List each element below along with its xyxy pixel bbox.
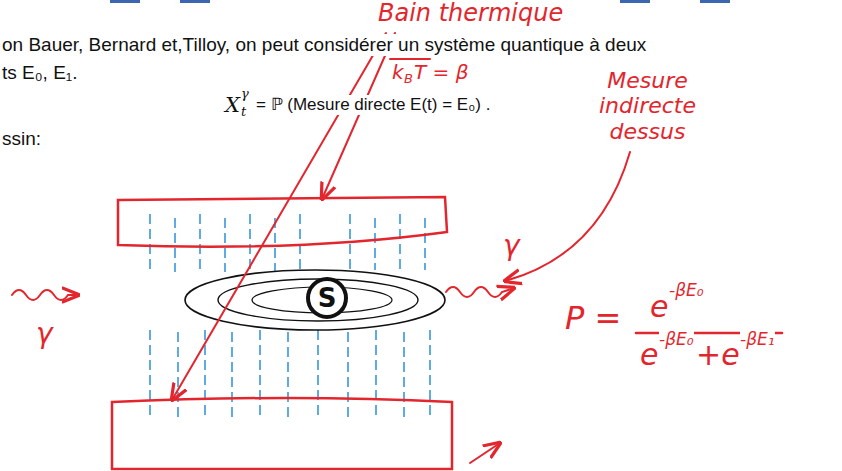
field-line — [259, 330, 261, 420]
slide-text: on Bauer, Bernard et,Tilloy, on peut con… — [2, 34, 646, 56]
pointer-arrow — [470, 443, 500, 463]
nav-bar — [700, 0, 730, 3]
pointer-arrow — [172, 33, 386, 400]
handwritten-note: γ — [503, 230, 520, 262]
system-disc — [185, 270, 445, 330]
slide-text: ssin: — [2, 128, 41, 150]
slide-text: γ — [241, 87, 249, 102]
pointer-arrow — [322, 33, 395, 199]
photon-wave — [446, 287, 514, 297]
nav-bar — [180, 0, 210, 3]
handwritten-note: Mesure indirecte dessus — [585, 68, 710, 144]
handwritten-note: -βE₀ — [659, 330, 694, 350]
handwritten-note: -βE₀ — [669, 281, 704, 301]
handwritten-note: +e — [696, 338, 740, 373]
handwritten-note: B — [404, 72, 413, 87]
field-line — [177, 332, 179, 418]
field-line — [224, 218, 226, 272]
handwritten-note: -βE₁ — [740, 330, 775, 350]
field-line — [249, 214, 251, 270]
slide-text: X — [225, 93, 240, 117]
handwritten-note: P = — [565, 300, 621, 337]
field-line — [199, 214, 201, 270]
field-line — [149, 330, 151, 420]
bath-plate — [118, 197, 447, 247]
slide-text: t — [241, 105, 246, 120]
field-line — [399, 214, 401, 272]
field-line — [403, 332, 405, 418]
handwritten-note: e — [640, 338, 658, 373]
field-line — [149, 214, 151, 270]
field-line — [347, 332, 349, 418]
field-line — [429, 330, 431, 420]
field-line — [424, 218, 426, 270]
fraction-bar — [390, 58, 430, 60]
system-circle: S — [306, 277, 348, 319]
handwritten-note: k — [392, 61, 404, 84]
photon-wave — [12, 290, 78, 300]
disc-ring — [185, 270, 445, 330]
slide-text: = ℙ (Mesure directe E(t) = E₀) . — [256, 95, 490, 115]
nav-bar — [110, 0, 140, 3]
pointer-arrow — [505, 152, 630, 281]
field-line — [375, 330, 377, 420]
field-line — [231, 332, 233, 418]
field-line — [174, 218, 176, 272]
bath-plate — [112, 398, 452, 469]
handwritten-note: γ — [36, 318, 53, 350]
handwritten-note: Bain thermique — [378, 0, 563, 28]
disc-ring — [218, 279, 418, 321]
slide-text: ts E₀, E₁. — [2, 62, 78, 84]
circle-shape — [308, 279, 346, 317]
field-line — [317, 330, 319, 420]
handwritten-note: T = β — [414, 61, 468, 84]
system-label: S — [318, 285, 337, 311]
handwritten-note: e — [650, 290, 668, 325]
field-line — [374, 218, 376, 270]
annotations — [12, 33, 782, 463]
field-line — [287, 332, 289, 418]
nav-bar — [620, 0, 650, 3]
field-line — [299, 214, 301, 272]
